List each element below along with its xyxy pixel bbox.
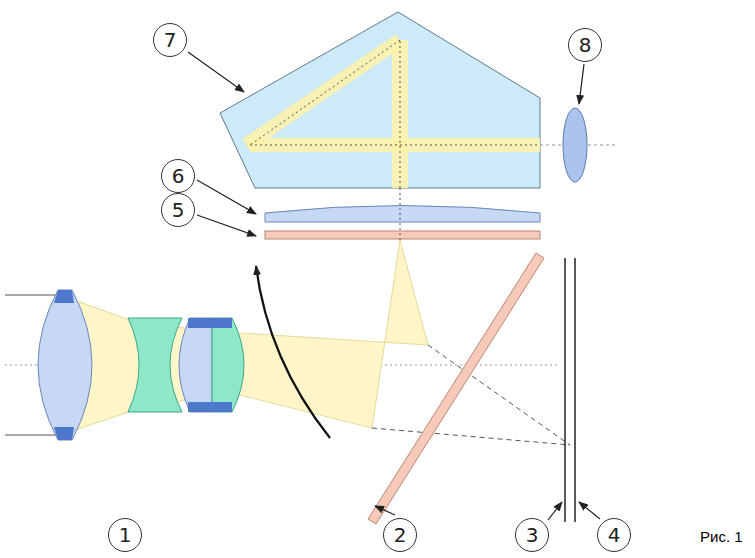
prism-ray (400, 188, 401, 240)
callout-circle: 3 (515, 518, 549, 552)
leader-arrow (579, 64, 584, 104)
ray-to-film (372, 428, 570, 445)
ray (5, 295, 60, 296)
film (574, 258, 576, 522)
front-lens (38, 290, 92, 440)
callout-number: 3 (526, 525, 539, 545)
prism-ray (250, 40, 400, 145)
leader-arrow (579, 502, 600, 519)
callout-circle: 2 (383, 518, 417, 552)
light-beam (60, 240, 428, 435)
prism-light-path (250, 138, 540, 152)
lens-rim (188, 402, 232, 412)
prism-ray (250, 145, 540, 146)
lens-rim (54, 290, 74, 303)
shutter (564, 258, 566, 522)
concave-lens (128, 318, 182, 412)
leader-arrow (197, 215, 256, 236)
mirror (368, 253, 544, 524)
condenser-lens (265, 206, 540, 223)
callout-number: 7 (164, 30, 177, 50)
prism-ray (400, 40, 401, 188)
callout-number: 8 (579, 35, 592, 55)
callout-circle: 8 (568, 28, 602, 62)
focusing-screen (265, 231, 540, 239)
mirror-swing-arrow (256, 266, 330, 438)
ray (5, 435, 60, 436)
lens-rim (188, 318, 232, 328)
leader-arrow (197, 180, 256, 214)
callout-circle: 1 (108, 518, 142, 552)
doublet-lens (179, 318, 212, 412)
prism-light-path (392, 40, 408, 188)
leader-arrow (548, 502, 562, 520)
callout-number: 4 (608, 525, 621, 545)
leader-arrow (188, 52, 244, 92)
callout-number: 2 (394, 525, 407, 545)
callout-circle: 5 (161, 193, 195, 227)
figure-label: Рис. 1 (700, 528, 743, 545)
callout-number: 1 (119, 525, 132, 545)
leader-arrow (375, 506, 395, 515)
doublet-lens (212, 318, 244, 412)
callout-circle: 4 (597, 518, 631, 552)
callout-circle: 7 (153, 23, 187, 57)
lens-rim (54, 427, 74, 440)
callout-circle: 6 (161, 159, 195, 193)
pentaprism (220, 12, 540, 188)
prism-light-path (246, 40, 400, 145)
callout-number: 5 (172, 200, 185, 220)
eyepiece-lens (563, 108, 587, 182)
callout-number: 6 (172, 166, 185, 186)
